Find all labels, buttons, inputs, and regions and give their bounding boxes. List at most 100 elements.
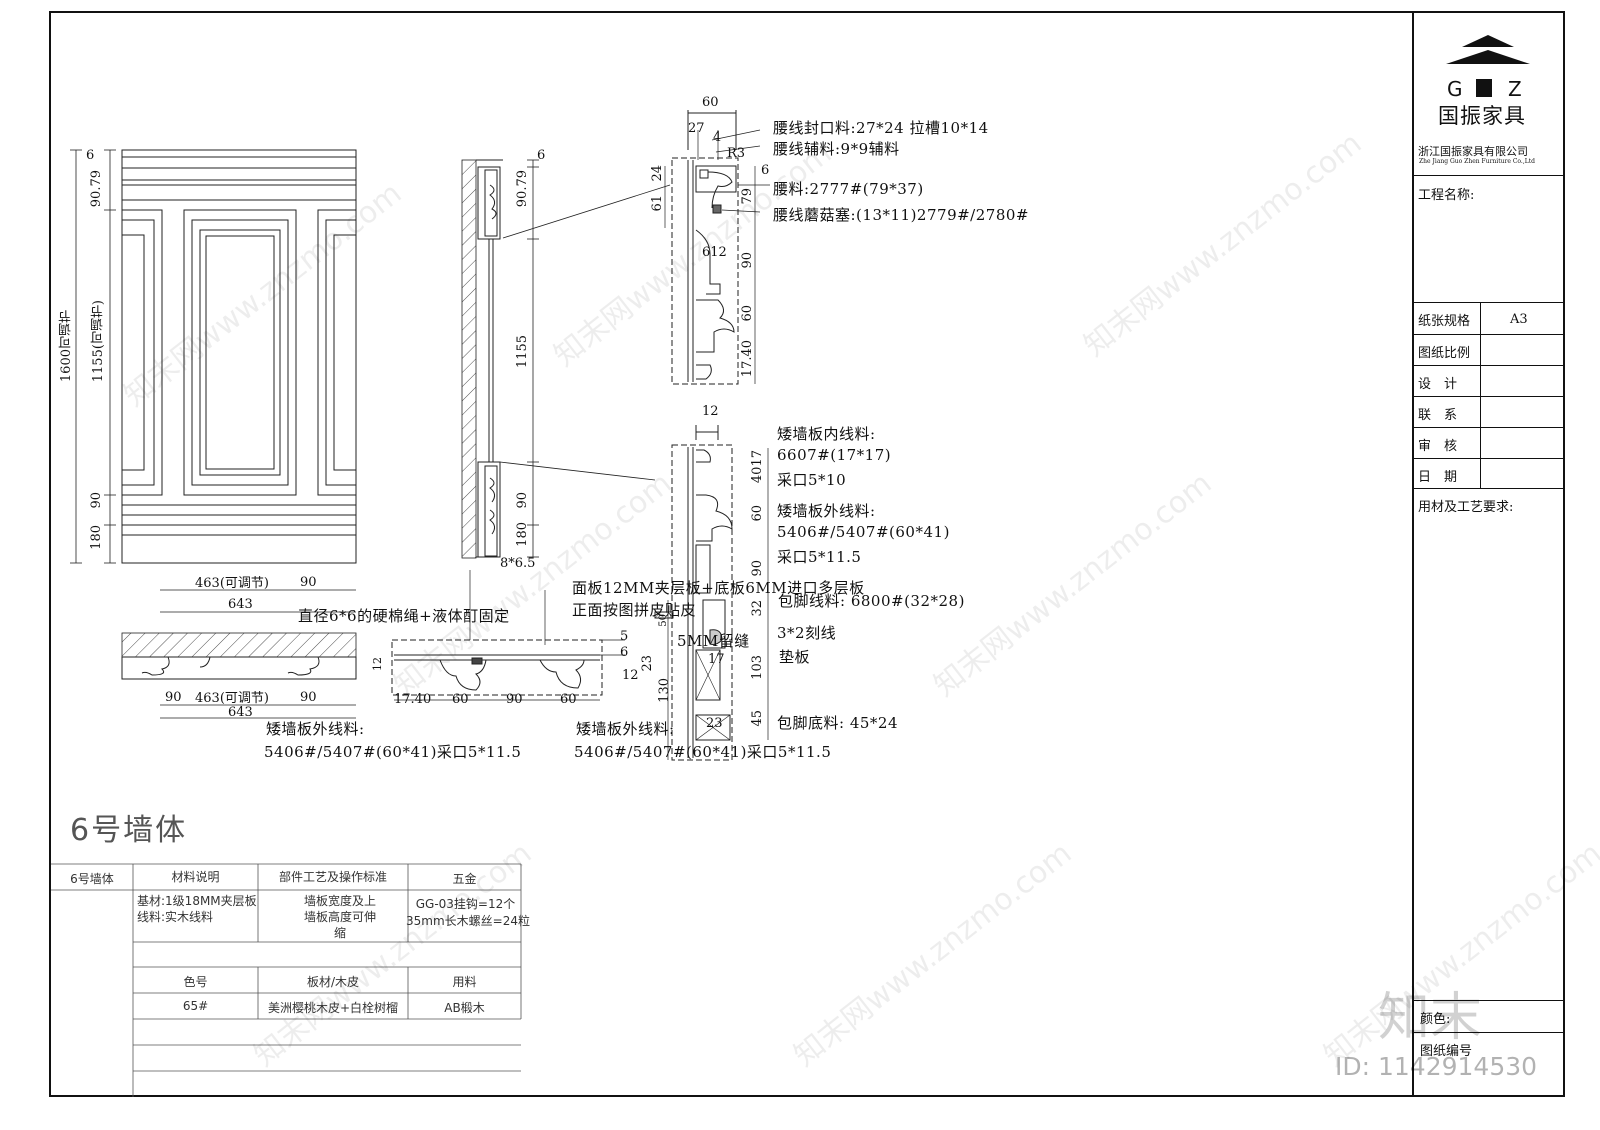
paper-value: A3 [1510, 312, 1528, 327]
company-logo-shape [1446, 35, 1530, 97]
sec-dim-groove: 8*6.5 [500, 556, 536, 571]
det-dim-612: 612 [702, 245, 727, 260]
spec-hw2: 35mm长木螺丝=24粒 [406, 914, 530, 928]
spec-v1: 65# [182, 999, 209, 1013]
det-dim-79: 79 [740, 188, 755, 205]
note-gap: 5MM留缝 [677, 632, 750, 650]
wall-side-section [461, 159, 671, 559]
drawing-no-label: 图纸编号 [1420, 1044, 1473, 1059]
tb-line-5 [1414, 396, 1565, 397]
elev-dim-180: 180 [89, 525, 104, 550]
note-outer-cut: 采口5*11.5 [777, 548, 862, 566]
plan-mid-dim-23: 23 [640, 655, 655, 672]
elev-dim-adjust: 1155(可调节) [91, 300, 106, 383]
tb-line-6 [1414, 427, 1565, 428]
sec-dim-180: 180 [515, 522, 530, 547]
elev-dim-d1: 90.79 [89, 170, 104, 208]
det-dim-1740: 17.40 [740, 340, 755, 378]
note-plan-outer-line-2: 矮墙板外线料: [576, 720, 675, 738]
spec-m1: 基材:1级18MM夹层板 [137, 894, 257, 908]
plan-section-middle [391, 570, 625, 701]
design-label: 设 计 [1418, 377, 1458, 392]
drawing-frame [49, 11, 1565, 1097]
material-label: 用材及工艺要求: [1418, 500, 1514, 515]
plan-dim-b90b: 90 [300, 690, 317, 705]
note-plan-outer-line: 矮墙板外线料: [266, 720, 365, 738]
spec-m2: 线料:实木线料 [137, 910, 214, 924]
plan-dim-b90a: 90 [165, 690, 182, 705]
wall-elevation [121, 149, 357, 564]
sec-dim-top: 6 [537, 148, 546, 163]
tb-line-7 [1414, 458, 1565, 459]
tb-vline [1480, 302, 1481, 488]
note-waist-cap: 腰线封口料:27*24 拉槽10*14 [773, 119, 989, 137]
det-dim-60: 60 [740, 305, 755, 322]
spec-h0: 6号墙体 [70, 872, 114, 886]
plan-mid-dim-60b: 60 [560, 692, 577, 707]
base-detail [654, 425, 769, 761]
note-panel-board: 面板12MM夹层板+底板6MM进口多层板 [572, 579, 865, 597]
title-block-divider [1412, 11, 1414, 1097]
plan-mid-dim-90: 90 [506, 692, 523, 707]
note-outer-line: 矮墙板外线料: [777, 502, 876, 520]
note-spacer: 垫板 [779, 648, 811, 666]
note-groove-line: 3*2刻线 [777, 624, 837, 642]
det-dim-l23: 23 [706, 716, 723, 731]
sec-dim-mid: 1155 [515, 335, 530, 369]
elev-dim-total: 1600可调节 [59, 310, 74, 383]
det-dim-r3: R3 [727, 146, 746, 161]
sec-dim-d1: 90.79 [515, 170, 530, 208]
company-name: 国振家具 [1438, 104, 1526, 128]
company-full-name: 浙江国振家具有限公司 [1418, 145, 1528, 158]
tb-line-3 [1414, 334, 1565, 335]
spec-c3: 用料 [452, 975, 477, 989]
elev-dim-top: 6 [86, 148, 95, 163]
spec-c1: 色号 [183, 975, 208, 989]
det-dim-6: 6 [761, 163, 770, 178]
date-label: 日 期 [1418, 470, 1458, 485]
note-plan-outer-code-2: 5406#/5407#(60*41)采口5*11.5 [574, 743, 832, 761]
note-waist-plug: 腰线蘑菇塞:(13*11)2779#/2780# [773, 206, 1029, 224]
watermark-logo: 知末 [1378, 988, 1483, 1048]
tb-line-9 [1414, 1000, 1565, 1001]
plan-dim-b463: 463(可调节) [195, 691, 269, 706]
det-dim-l130: 130 [657, 678, 672, 703]
spec-h3: 五金 [452, 872, 477, 886]
note-inner-code: 6607#(17*17) [777, 446, 892, 464]
project-label: 工程名称: [1418, 188, 1475, 203]
plan-mid-dim-60: 60 [452, 692, 469, 707]
company-english-name: Zhe Jiang Guo Zhen Furniture Co.,Ltd [1419, 158, 1535, 165]
waist-rail-detail [664, 110, 770, 385]
plan-dim-b643: 643 [228, 705, 253, 720]
tb-line-10 [1414, 1032, 1565, 1033]
tb-line-8 [1414, 488, 1565, 489]
scale-label: 图纸比例 [1418, 346, 1471, 361]
tb-line-4 [1414, 365, 1565, 366]
det-dim-l17: 17 [708, 652, 725, 667]
plan-mid-dim-5: 5 [620, 629, 629, 644]
det-dim-4: 4 [713, 130, 722, 145]
color-label: 颜色: [1420, 1012, 1451, 1027]
elev-dim-90: 90 [89, 492, 104, 509]
review-label: 审 核 [1418, 439, 1458, 454]
note-skirting: 包脚线料: 6800#(32*28) [778, 592, 965, 610]
logo-letter-g: G [1447, 77, 1463, 101]
spec-h2: 部件工艺及操作标准 [278, 870, 387, 884]
logo-letter-z: Z [1508, 77, 1522, 101]
drawing-title: 6号墙体 [70, 813, 188, 848]
det-dim-61: 61 [650, 195, 665, 212]
note-plan-outer-code: 5406#/5407#(60*41)采口5*11.5 [264, 743, 522, 761]
tb-line-1 [1414, 175, 1565, 176]
det-dim-l45: 45 [750, 710, 765, 727]
note-rope: 直径6*6的硬棉绳+液体酊固定 [298, 607, 510, 625]
paper-label: 纸张规格 [1418, 314, 1471, 329]
watermark-id: ID: 1142914530 [1335, 1052, 1538, 1081]
det-dim-4017: 4017 [750, 450, 765, 484]
note-skirting-base: 包脚底料: 45*24 [777, 714, 898, 732]
spec-v2: 美洲樱桃木皮+白栓树榴 [267, 1001, 399, 1015]
plan-mid-dim-12b: 12 [371, 657, 384, 671]
spec-v3: AB椴木 [444, 1001, 485, 1015]
det-dim-27: 27 [688, 121, 705, 136]
spec-c2: 板材/木皮 [306, 975, 360, 989]
note-waist-aux: 腰线辅料:9*9辅料 [773, 140, 900, 158]
